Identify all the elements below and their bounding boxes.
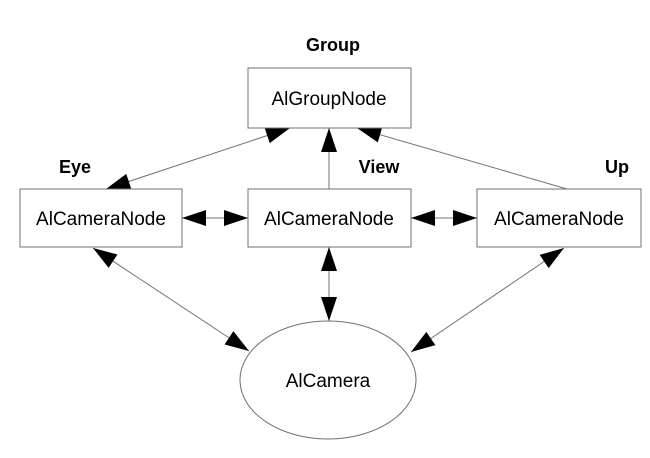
- eye-node-box: [19, 188, 183, 248]
- arrowhead-eye-group-from: [106, 173, 132, 190]
- arrowhead-up-camera-from: [539, 248, 564, 269]
- role-label-group: Group: [306, 35, 360, 55]
- camera-node-ellipse: [239, 320, 417, 440]
- arrowhead-view-group-to: [321, 128, 337, 152]
- edge-up-camera: [410, 247, 565, 353]
- edges-layer: [92, 127, 568, 353]
- up-node-box: [476, 188, 642, 248]
- arrowhead-eye-view-from: [182, 210, 206, 226]
- edge-up-group: [356, 127, 568, 190]
- view-node-box: [247, 188, 412, 248]
- edge-eye-group: [105, 127, 291, 190]
- node-label-group: AlGroupNode: [271, 89, 386, 110]
- arrowhead-up-group-to: [357, 127, 383, 143]
- node-up: Up AlCameraNode: [476, 157, 642, 248]
- group-node-box: [247, 67, 412, 129]
- node-label-up: AlCameraNode: [494, 209, 624, 230]
- arrowhead-view-camera-from: [321, 247, 337, 271]
- role-label-up: Up: [605, 157, 629, 177]
- edge-eye-camera: [92, 247, 250, 352]
- arrowhead-view-up-from: [411, 210, 435, 226]
- role-label-eye: Eye: [59, 157, 91, 177]
- arrowhead-eye-view-to: [224, 210, 248, 226]
- arrowhead-eye-camera-to: [224, 331, 249, 351]
- node-eye: Eye AlCameraNode: [19, 157, 183, 248]
- node-label-eye: AlCameraNode: [36, 209, 166, 230]
- arrowhead-eye-group-to: [264, 127, 290, 144]
- role-label-view: View: [359, 157, 401, 177]
- node-camera: AlCamera: [239, 320, 417, 440]
- node-label-view: AlCameraNode: [264, 209, 394, 230]
- arrowhead-eye-camera-from: [93, 248, 118, 268]
- node-group: Group AlGroupNode: [247, 35, 412, 129]
- arrowhead-view-up-to: [453, 210, 477, 226]
- node-label-camera: AlCamera: [286, 371, 371, 392]
- arrowhead-view-camera-to: [321, 297, 337, 321]
- node-view: View AlCameraNode: [247, 157, 412, 248]
- arrowhead-up-camera-to: [411, 331, 436, 352]
